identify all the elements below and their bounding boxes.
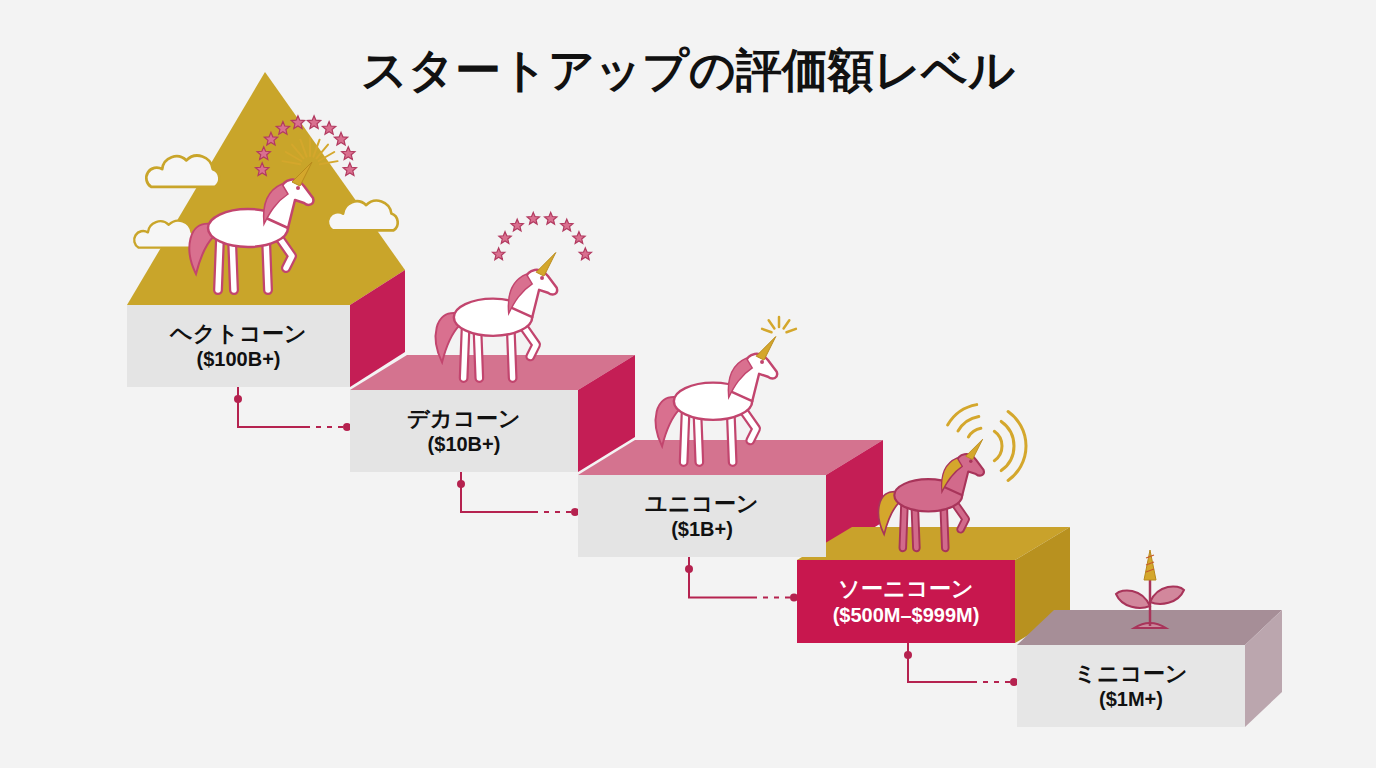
star — [492, 248, 504, 260]
ray — [787, 329, 796, 332]
cloud — [146, 156, 219, 187]
connector-dot — [457, 480, 465, 488]
cloud — [134, 221, 197, 248]
dotted-connector — [689, 557, 797, 598]
valuation-range: ($10B+) — [428, 432, 501, 456]
star — [545, 212, 557, 224]
level-name: ユニコーン — [645, 491, 759, 517]
pyramid — [127, 72, 405, 305]
ray — [309, 138, 311, 156]
signal-wave — [1008, 412, 1026, 481]
star — [511, 219, 523, 231]
level-name: ミニコーン — [1074, 661, 1188, 687]
star — [573, 232, 585, 244]
signal-wave — [994, 431, 1002, 460]
dotted-connector — [908, 643, 1017, 682]
ray — [784, 320, 790, 328]
ray — [778, 317, 781, 327]
unicorn-figure — [189, 162, 313, 290]
ray — [292, 145, 304, 159]
dotted-connector — [461, 472, 578, 512]
star — [579, 248, 591, 260]
level-name: ヘクトコーン — [170, 321, 307, 347]
connector-group — [904, 643, 1018, 686]
connector-group — [457, 472, 579, 516]
ray — [319, 152, 335, 161]
diagram-title: スタートアップの評価額レベル — [0, 40, 1376, 102]
dotted-connector — [238, 387, 350, 427]
valuation-range: ($100B+) — [197, 347, 281, 371]
signal-wave — [958, 416, 979, 431]
star — [334, 132, 347, 145]
connector-dot — [234, 395, 242, 403]
step-side — [1245, 610, 1282, 727]
star — [342, 147, 355, 160]
ray — [769, 320, 775, 328]
star — [264, 132, 277, 145]
star — [499, 232, 511, 244]
level-box: デカコーン($10B+) — [350, 390, 578, 472]
connector-group — [685, 557, 798, 602]
sprout-icon — [1116, 550, 1184, 628]
signal-wave — [948, 405, 977, 425]
signal-wave — [968, 428, 980, 437]
ray — [300, 140, 306, 157]
cloud — [328, 201, 398, 231]
unicorn-figure — [656, 337, 777, 462]
ray — [762, 329, 771, 332]
star — [561, 219, 573, 231]
star — [343, 163, 356, 176]
unicorn-figure — [436, 253, 557, 378]
level-box: ユニコーン($1B+) — [578, 475, 826, 557]
level-name: デカコーン — [407, 406, 521, 432]
ray — [282, 161, 300, 164]
star — [307, 116, 320, 129]
valuation-range: ($1M+) — [1099, 687, 1163, 711]
unicorn-figure — [879, 439, 984, 548]
star — [276, 122, 289, 135]
star — [257, 147, 270, 160]
connector-group — [234, 387, 351, 431]
level-box: ミニコーン($1M+) — [1017, 645, 1245, 727]
connector-dot — [685, 565, 693, 573]
level-name: ソーニコーン — [838, 576, 974, 602]
level-box: ソーニコーン($500M–$999M) — [797, 560, 1015, 643]
star — [291, 116, 304, 129]
ray — [313, 140, 319, 157]
level-box: ヘクトコーン($100B+) — [127, 305, 350, 387]
star — [256, 163, 269, 176]
star — [527, 212, 539, 224]
connector-dot — [904, 651, 912, 659]
signal-wave — [1001, 421, 1014, 470]
valuation-range: ($1B+) — [671, 517, 733, 541]
valuation-range: ($500M–$999M) — [833, 603, 980, 627]
star — [322, 122, 335, 135]
ray — [320, 161, 338, 164]
